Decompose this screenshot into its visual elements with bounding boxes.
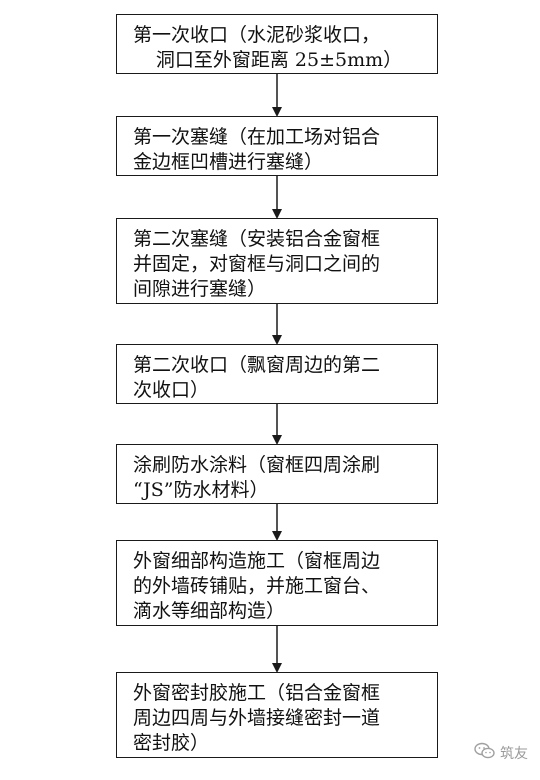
flow-step-4: 第二次收口（飘窗周边的第二 次收口） xyxy=(116,344,438,404)
watermark: 筑友 xyxy=(474,742,528,764)
step-2-line-1: 第一次塞缝（在加工场对铝合 xyxy=(133,126,381,148)
flow-step-6: 外窗细部构造施工（窗框周边 的外墙砖铺贴，并施工窗台、 滴水等细部构造） xyxy=(116,540,438,626)
step-4-line-2: 次收口） xyxy=(133,379,210,401)
flow-step-3: 第二次塞缝（安装铝合金窗框 并固定，对窗框与洞口之间的 间隙进行塞缝） xyxy=(116,218,438,304)
step-6-line-3: 滴水等细部构造） xyxy=(133,600,286,622)
step-6-line-1: 外窗细部构造施工（窗框周边 xyxy=(133,550,381,572)
flow-step-1: 第一次收口（水泥砂浆收口， 洞口至外窗距离 25±5mm） xyxy=(116,14,438,74)
step-5-line-2: “JS”防水材料） xyxy=(133,479,269,501)
flow-step-5: 涂刷防水涂料（窗框四周涂刷 “JS”防水材料） xyxy=(116,444,438,504)
flow-step-7: 外窗密封胶施工（铝合金窗框 周边四周与外墙接缝密封一道 密封胶） xyxy=(116,672,438,758)
step-6-line-2: 的外墙砖铺贴，并施工窗台、 xyxy=(133,575,381,597)
step-7-line-2: 周边四周与外墙接缝密封一道 xyxy=(133,707,381,729)
step-1-line-1: 第一次收口（水泥砂浆收口， xyxy=(133,24,381,46)
step-2-line-2: 金边框凹槽进行塞缝） xyxy=(133,151,324,173)
step-7-line-3: 密封胶） xyxy=(133,732,210,754)
watermark-text: 筑友 xyxy=(500,746,528,762)
flow-step-2: 第一次塞缝（在加工场对铝合 金边框凹槽进行塞缝） xyxy=(116,116,438,176)
step-3-line-3: 间隙进行塞缝） xyxy=(133,278,267,300)
wechat-icon xyxy=(474,742,496,764)
step-3-line-2: 并固定，对窗框与洞口之间的 xyxy=(133,253,381,275)
step-1-line-2: 洞口至外窗距离 25±5mm） xyxy=(155,49,403,71)
step-5-line-1: 涂刷防水涂料（窗框四周涂刷 xyxy=(133,454,381,476)
step-7-line-1: 外窗密封胶施工（铝合金窗框 xyxy=(133,682,381,704)
step-3-line-1: 第二次塞缝（安装铝合金窗框 xyxy=(133,228,381,250)
step-4-line-1: 第二次收口（飘窗周边的第二 xyxy=(133,354,381,376)
